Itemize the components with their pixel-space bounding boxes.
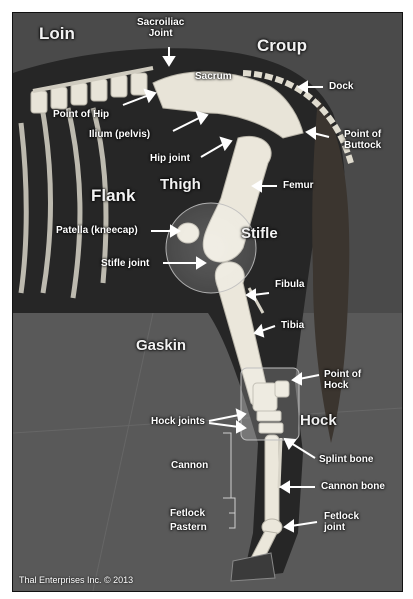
label-femur: Femur <box>283 180 314 191</box>
copyright-notice: Thal Enterprises Inc. © 2013 <box>19 575 133 585</box>
diagram-panel: Loin Croup Flank Thigh Stifle Gaskin Hoc… <box>12 12 403 592</box>
stifle-highlight <box>166 203 256 293</box>
label-pastern: Pastern <box>170 522 207 533</box>
label-sacroiliac-joint: Sacroiliac Joint <box>137 17 184 39</box>
label-point-of-hip: Point of Hip <box>53 109 109 120</box>
label-hock-joints: Hock joints <box>151 416 205 427</box>
label-cannon-bone: Cannon bone <box>321 481 385 492</box>
label-fetlock: Fetlock <box>170 508 205 519</box>
label-fibula: Fibula <box>275 279 304 290</box>
label-tibia: Tibia <box>281 320 304 331</box>
label-point-of-hock: Point of Hock <box>324 369 361 391</box>
label-dock: Dock <box>329 81 353 92</box>
horse-skeleton-illustration <box>13 13 402 591</box>
label-patella: Patella (kneecap) <box>56 225 138 236</box>
label-ilium: Ilium (pelvis) <box>89 129 150 140</box>
label-hock: Hock <box>300 413 337 430</box>
label-sacrum: Sacrum <box>195 71 232 82</box>
label-gaskin: Gaskin <box>136 338 186 355</box>
label-splint-bone: Splint bone <box>319 454 373 465</box>
hock-highlight <box>241 368 299 440</box>
label-cannon: Cannon <box>171 460 208 471</box>
label-fetlock-joint: Fetlock joint <box>324 511 359 533</box>
label-flank: Flank <box>91 187 135 206</box>
label-stifle-joint: Stifle joint <box>101 258 149 269</box>
cannon-bone <box>265 435 279 525</box>
label-thigh: Thigh <box>160 177 201 194</box>
label-stifle: Stifle <box>241 226 278 243</box>
label-hip-joint: Hip joint <box>150 153 190 164</box>
label-croup: Croup <box>257 37 307 56</box>
splint-bone <box>279 438 281 488</box>
label-point-of-buttock: Point of Buttock <box>344 129 381 151</box>
label-loin: Loin <box>39 25 75 44</box>
